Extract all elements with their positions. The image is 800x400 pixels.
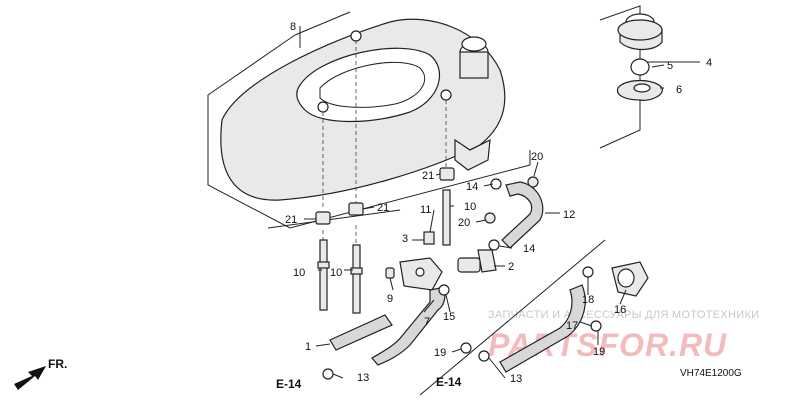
callout-20-top: 20: [531, 151, 543, 163]
callout-leaders: [299, 26, 665, 379]
diagram-code: VH74E1200G: [680, 368, 742, 379]
hose-12: [501, 181, 544, 249]
studs: [317, 189, 451, 314]
hose-17: [499, 284, 586, 373]
callout-21-top: 21: [422, 170, 434, 182]
callout-7: 7: [424, 316, 430, 328]
callout-13-right: 13: [510, 373, 522, 385]
front-arrow-icon: [14, 366, 46, 390]
callout-19-right: 19: [593, 346, 605, 358]
callout-21-mid: 21: [377, 202, 389, 214]
callout-17: 17: [566, 320, 578, 332]
fuel-tank-frame: [207, 11, 531, 229]
callout-2: 2: [508, 261, 514, 273]
callout-1: 1: [305, 341, 311, 353]
hose-1: [329, 314, 393, 351]
ref-e14-left: E-14: [276, 377, 302, 391]
callout-14-top: 14: [466, 181, 478, 193]
callout-20-mid: 20: [458, 217, 470, 229]
callout-8: 8: [290, 21, 296, 33]
callout-19-left: 19: [434, 347, 446, 359]
callout-18: 18: [582, 294, 594, 306]
ref-e14-right: E-14: [436, 375, 462, 389]
callout-9: 9: [387, 293, 393, 305]
callout-14-mid: 14: [523, 243, 535, 255]
callout-11: 11: [420, 204, 431, 216]
callout-6: 6: [676, 84, 682, 96]
fuel-filter: [611, 261, 649, 297]
fuel-tank: [220, 18, 506, 201]
callout-10-mid: 10: [330, 267, 342, 279]
front-arrow-label: FR.: [48, 357, 67, 371]
callout-10-left: 10: [293, 267, 305, 279]
callout-4: 4: [706, 57, 712, 69]
fuel-cock: [399, 249, 497, 291]
callout-12: 12: [563, 209, 575, 221]
callout-16: 16: [614, 304, 626, 316]
grommets: [315, 167, 455, 225]
callout-13-left: 13: [357, 372, 369, 384]
callout-5: 5: [667, 60, 673, 72]
fuel-cap-assembly: [616, 13, 663, 101]
callout-3: 3: [402, 233, 408, 245]
clips: [322, 178, 602, 380]
callout-15: 15: [443, 311, 455, 323]
callout-21-left: 21: [285, 214, 297, 226]
hose-7: [371, 287, 446, 366]
callout-10-right: 10: [464, 201, 476, 213]
lower-frame: [267, 209, 606, 396]
watermark-line: ЗАПЧАСТИ И АКСЕССУАРЫ ДЛЯ МОТОТЕХНИКИ: [488, 309, 759, 321]
